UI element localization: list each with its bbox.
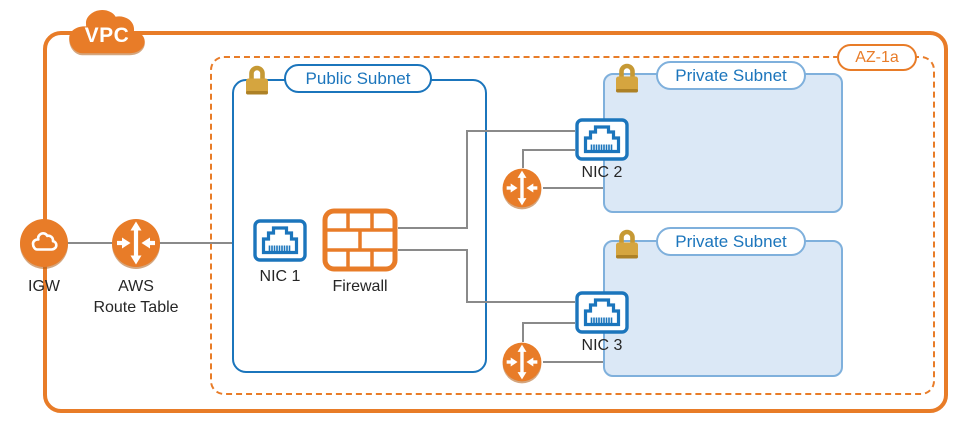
route-table-label: AWS Route Table [93, 278, 179, 316]
router-icon-nic2 [502, 168, 542, 208]
firewall-brick-icon [322, 208, 398, 272]
nic2-ethernet-port-icon [575, 118, 629, 161]
private-subnet-1-box [603, 73, 843, 213]
vpc-label: VPC [84, 24, 130, 47]
nic2-label: NIC 2 [581, 164, 623, 181]
az-label: AZ-1a [837, 44, 917, 71]
private-subnet-1-label: Private Subnet [656, 61, 806, 90]
internet-gateway-icon [20, 219, 68, 267]
availability-zone-boundary [210, 56, 935, 395]
router-icon-nic3 [502, 342, 542, 382]
public-subnet-lock-icon [246, 65, 268, 95]
nic3-ethernet-port-icon [575, 291, 629, 334]
private-subnet-2-label: Private Subnet [656, 227, 806, 256]
vpc-cloud-icon [69, 10, 145, 54]
private-subnet-1-lock-icon [616, 63, 638, 93]
nic1-label: NIC 1 [259, 268, 301, 285]
nic1-ethernet-port-icon [253, 219, 307, 262]
private-subnet-2-lock-icon [616, 229, 638, 259]
igw-label: IGW [28, 278, 60, 295]
igw-cloud-glyph [31, 232, 58, 251]
nic3-label: NIC 3 [581, 337, 623, 354]
route-table-router-icon [112, 219, 160, 267]
public-subnet-label: Public Subnet [284, 64, 432, 93]
firewall-label: Firewall [332, 278, 388, 295]
